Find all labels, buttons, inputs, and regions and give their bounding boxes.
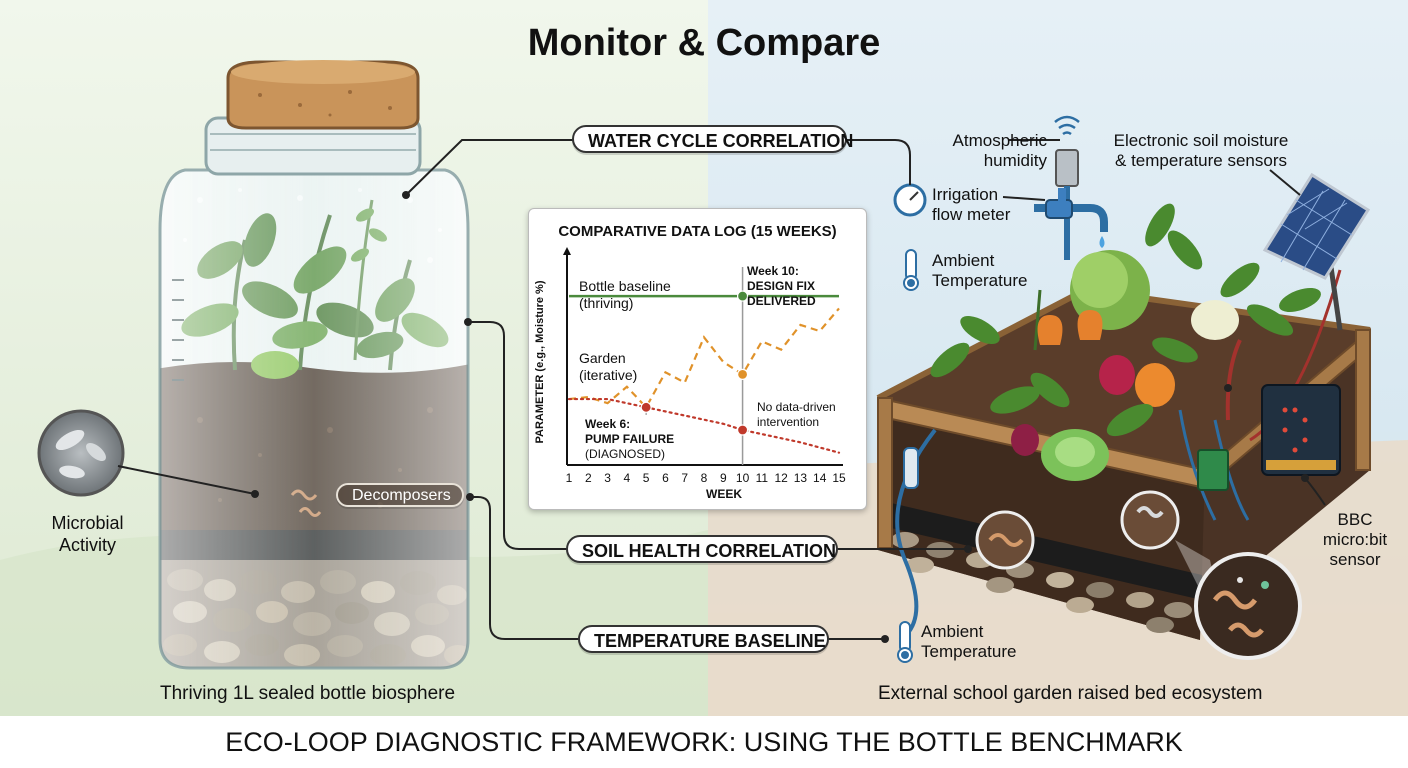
week6-annotation: (DIAGNOSED)	[585, 447, 665, 461]
soil-magnifier-large-icon	[1194, 552, 1302, 660]
soil-magnifier-medium-icon	[1120, 490, 1180, 550]
y-axis-label: PARAMETER (e.g., Moisture %)	[534, 280, 546, 443]
bottle-caption: Thriving 1L sealed bottle biosphere	[160, 683, 456, 704]
soil-magnifier-small-icon	[975, 510, 1035, 570]
decomposers-label: Decomposers	[336, 483, 464, 507]
x-tick-label: 3	[604, 471, 611, 485]
comparative-data-log-chart: COMPARATIVE DATA LOG (15 WEEKS) PARAMETE…	[528, 208, 867, 510]
y-axis-arrow	[563, 247, 571, 255]
x-tick-label: 1	[566, 471, 573, 485]
page-title: Monitor & Compare	[527, 22, 881, 64]
garden-caption: External school garden raised bed ecosys…	[878, 683, 1263, 704]
thermometer-icon-top	[903, 249, 919, 291]
data-marker	[736, 368, 749, 380]
x-tick-label: 2	[585, 471, 592, 485]
water-cycle-correlation-label: WATER CYCLE CORRELATION	[572, 125, 853, 153]
baseline-series-label: (thriving)	[579, 295, 633, 311]
microbit-board	[1261, 384, 1341, 476]
raised-bed-illustration	[876, 115, 1371, 663]
week10-annotation: Week 10:	[747, 264, 799, 278]
week10-annotation: DESIGN FIX	[747, 279, 815, 293]
baseline-series-label: Bottle baseline	[579, 278, 671, 294]
soil-sensor-label: Electronic soil moisture & temperature s…	[1113, 131, 1289, 170]
data-marker	[640, 401, 652, 413]
series-line-garden	[568, 307, 840, 410]
decline-series-label: intervention	[757, 415, 819, 429]
bottle-biosphere-illustration	[158, 60, 470, 670]
x-tick-label: 5	[643, 471, 650, 485]
connector-lines	[117, 139, 1326, 640]
circuit-board	[1197, 449, 1229, 491]
soil-probe-icon	[903, 447, 919, 489]
microbial-activity-label: Microbial Activity	[51, 513, 124, 555]
soil-health-correlation-label: SOIL HEALTH CORRELATION	[566, 535, 838, 563]
wifi-icon	[1054, 115, 1080, 136]
garden-series-label: Garden	[579, 350, 626, 366]
week10-annotation: DELIVERED	[747, 294, 816, 308]
series-line-decline	[567, 397, 841, 454]
week6-annotation: PUMP FAILURE	[585, 432, 674, 446]
garden-series-label: (iterative)	[579, 367, 637, 383]
flow-meter-gauge-icon	[893, 183, 927, 217]
data-marker	[736, 424, 749, 436]
x-tick-label: 6	[662, 471, 669, 485]
microbit-sensor-label: BBC micro:bit sensor	[1322, 510, 1388, 569]
ambient-temperature-bottom-label: Ambient Temperature	[921, 622, 1017, 661]
x-axis-label: WEEK	[706, 487, 742, 501]
temperature-baseline-label: TEMPERATURE BASELINE	[578, 625, 829, 653]
x-tick-label: 15	[832, 471, 846, 485]
x-tick-label: 11	[756, 471, 769, 485]
irrigation-flow-meter-label: Irrigation flow meter	[932, 185, 1011, 224]
x-tick-label: 8	[701, 471, 708, 485]
diagram-scene: Monitor & Compare WATER CYCLE CORRELATIO…	[0, 0, 1408, 716]
x-tick-label: 10	[736, 471, 750, 485]
data-marker	[736, 290, 749, 302]
x-tick-label: 4	[624, 471, 631, 485]
irrigation-tap-icon	[1034, 149, 1108, 260]
solar-panel-icon	[1262, 172, 1371, 331]
x-tick-label: 13	[794, 471, 808, 485]
decline-series-label: No data-driven	[757, 400, 836, 414]
week6-annotation: Week 6:	[585, 417, 630, 431]
chart-title: COMPARATIVE DATA LOG (15 WEEKS)	[558, 223, 837, 240]
thermometer-icon-bottom	[897, 621, 913, 663]
footer-title: ECO-LOOP DIAGNOSTIC FRAMEWORK: USING THE…	[0, 716, 1408, 768]
microbial-magnifier-icon	[37, 409, 125, 497]
x-tick-label: 14	[813, 471, 827, 485]
x-tick-label: 12	[774, 471, 788, 485]
atmospheric-humidity-label: Atmospheric humidity	[952, 131, 1047, 170]
illustration-layer	[0, 0, 1408, 716]
garden-vegetables	[930, 203, 1321, 481]
x-tick-label: 9	[720, 471, 727, 485]
ambient-temperature-top-label: Ambient Temperature	[932, 251, 1028, 290]
x-tick-label: 7	[681, 471, 688, 485]
